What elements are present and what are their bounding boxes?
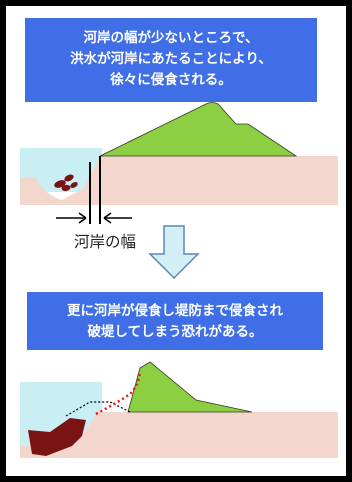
erosion-particles <box>54 174 78 192</box>
caption-bottom-line-2: 破堤してしまう恐れがある。 <box>87 324 263 340</box>
right-arrow-icon <box>56 212 87 224</box>
levee-bottom <box>127 361 253 413</box>
left-arrow-icon <box>103 212 132 224</box>
original-bank-outline <box>65 401 131 417</box>
caption-top-line-1: 河岸の幅が少ないところで、 <box>83 30 259 46</box>
levee-top <box>99 102 298 157</box>
eroded-bank <box>28 418 86 456</box>
caption-top-line-3: 徐々に侵食される。 <box>110 72 232 88</box>
caption-bottom: 更に河岸が侵食し堤防まで侵食され 破堤してしまう恐れがある。 <box>27 292 323 350</box>
down-arrow-icon <box>148 225 200 280</box>
caption-top: 河岸の幅が少ないところで、 洪水が河岸にあたることにより、 徐々に侵食される。 <box>25 18 317 102</box>
ground-bottom <box>20 412 338 458</box>
scene-after <box>20 361 338 458</box>
caption-top-line-2: 洪水が河岸にあたることにより、 <box>70 51 272 67</box>
caption-bottom-line-1: 更に河岸が侵食し堤防まで侵食され <box>67 303 283 319</box>
failure-line <box>95 371 142 416</box>
bank-width-label: 河岸の幅 <box>73 233 136 251</box>
scene-before <box>20 102 338 224</box>
